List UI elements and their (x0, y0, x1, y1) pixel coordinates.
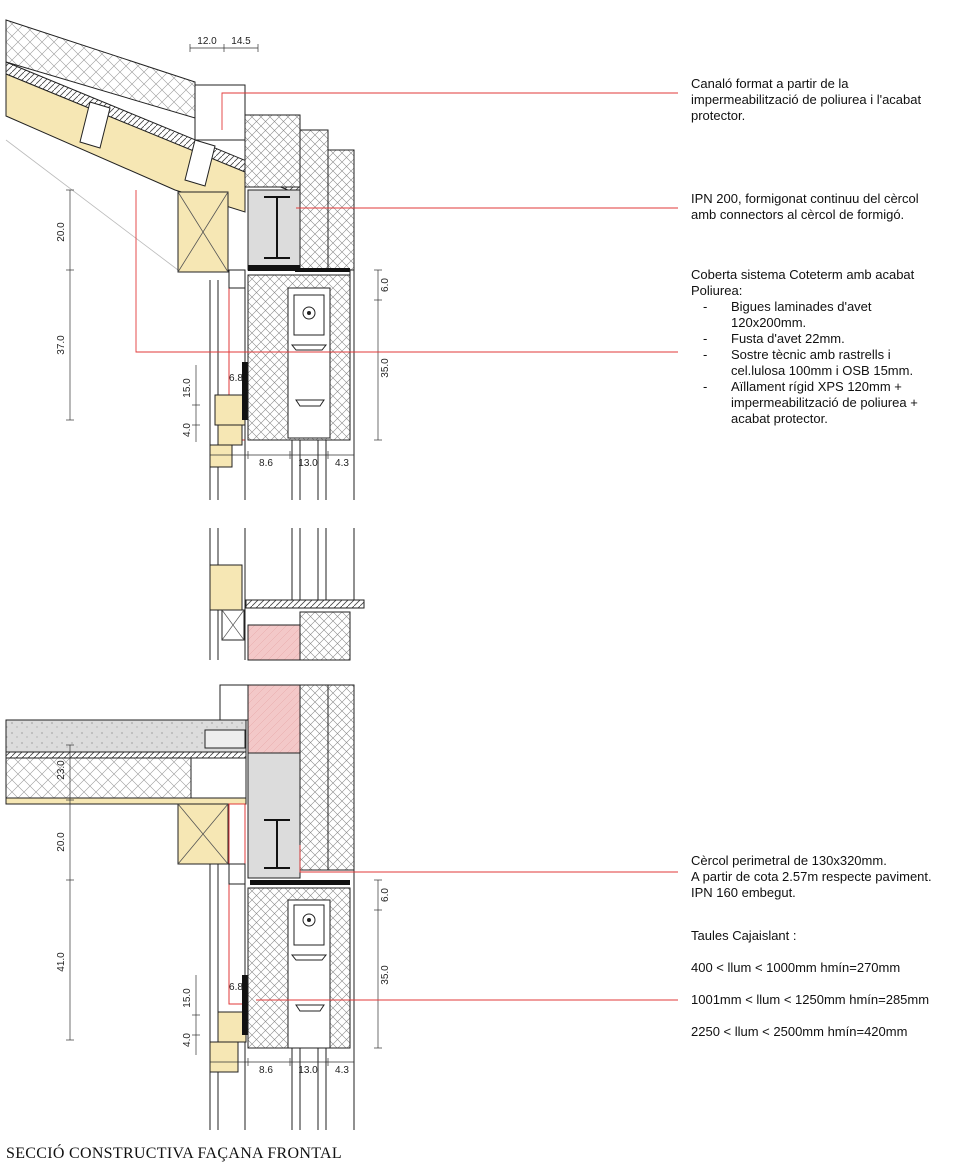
dim-label: 14.5 (231, 36, 251, 47)
note-gutter: Canaló format a partir de la impermeabil… (691, 76, 956, 124)
leader-gutter (221, 92, 678, 130)
brick-infill (247, 624, 301, 661)
note-line: Cèrcol perimetral de 130x320mm. (691, 853, 887, 868)
dimension-lines-bottom (66, 744, 382, 1066)
leader-roof (135, 190, 678, 353)
dim-label: 13.0 (298, 458, 318, 469)
note-line: Canaló format a partir de la (691, 76, 849, 91)
note-line: amb connectors al cèrcol de formigó. (691, 207, 905, 222)
dim-label: 15.0 (182, 378, 193, 398)
taules-row: 2250 < llum < 2500mm hmín=420mm (691, 1024, 908, 1039)
slab-detail (5, 684, 355, 1130)
dim-label: 23.0 (56, 760, 67, 780)
dim-label: 35.0 (380, 358, 391, 378)
dim-label: 12.0 (197, 36, 217, 47)
rafter (79, 101, 111, 149)
note-line: protector. (691, 108, 746, 123)
brick-wall-upper (247, 684, 301, 754)
dim-label: 6.8 (229, 982, 243, 993)
leader-lines (135, 92, 678, 1001)
window-frame (214, 394, 246, 426)
dim-label: 6.8 (229, 373, 243, 384)
dim-label: 37.0 (56, 335, 67, 355)
dim-label: 4.3 (335, 1065, 349, 1076)
drawing-caption: SECCIÓ CONSTRUCTIVA FAÇANA FRONTAL (6, 1145, 342, 1162)
dim-label: 20.0 (56, 222, 67, 242)
taules-title: Taules Cajaislant : (691, 928, 797, 943)
dim-label: 41.0 (56, 952, 67, 972)
dimension-lines-top (66, 44, 382, 459)
roof-eave-detail (5, 19, 355, 500)
ring-beam-concrete (247, 752, 301, 879)
dim-label: 4.3 (335, 458, 349, 469)
rafter (184, 139, 216, 187)
upper-wall-insulation (244, 114, 301, 188)
note-line: A partir de cota 2.57m respecte paviment… (691, 869, 932, 884)
dim-label: 6.0 (380, 278, 391, 292)
dim-label: 8.6 (259, 458, 273, 469)
note-cercol: Cèrcol perimetral de 130x320mm. A partir… (691, 853, 956, 901)
note-ipn200: IPN 200, formigonat continuu del cèrcol … (691, 191, 956, 223)
note-line: IPN 160 embegut. (691, 885, 796, 900)
note-line: Poliurea: (691, 283, 743, 298)
dim-label: 6.0 (380, 888, 391, 902)
note-taules: Taules Cajaislant : 400 < llum < 1000mm … (691, 928, 956, 1040)
slab-insulation (5, 757, 192, 799)
note-line: impermeabilització de poliurea i l'acaba… (691, 92, 922, 107)
dim-label: 15.0 (182, 988, 193, 1008)
dim-label: 4.0 (182, 423, 193, 437)
dimension-labels: 12.0 14.5 20.0 37.0 15.0 4.0 6.8 6.0 35.… (56, 36, 391, 1076)
dim-label: 13.0 (298, 1065, 318, 1076)
dim-label: 4.0 (182, 1033, 193, 1047)
mid-section-detail (209, 528, 365, 661)
taules-row: 400 < llum < 1000mm hmín=270mm (691, 960, 901, 975)
dim-label: 20.0 (56, 832, 67, 852)
note-roof: Coberta sistema Coteterm amb acabat Poli… (691, 267, 956, 427)
list-item: Sostre tècnic amb rastrells icel.lulosa … (691, 347, 956, 379)
note-line: IPN 200, formigonat continuu del cèrcol (691, 191, 919, 206)
dim-label: 35.0 (380, 965, 391, 985)
list-item: Fusta d'avet 22mm. (691, 331, 956, 347)
list-item: Aïllament rígid XPS 120mm +impermeabilit… (691, 379, 956, 427)
ipn200-concrete (247, 189, 301, 271)
dim-label: 8.6 (259, 1065, 273, 1076)
leader-cercol (299, 845, 678, 873)
taules-row: 1001mm < llum < 1250mm hmín=285mm (691, 992, 930, 1007)
note-line: Coberta sistema Coteterm amb acabat (691, 267, 915, 282)
